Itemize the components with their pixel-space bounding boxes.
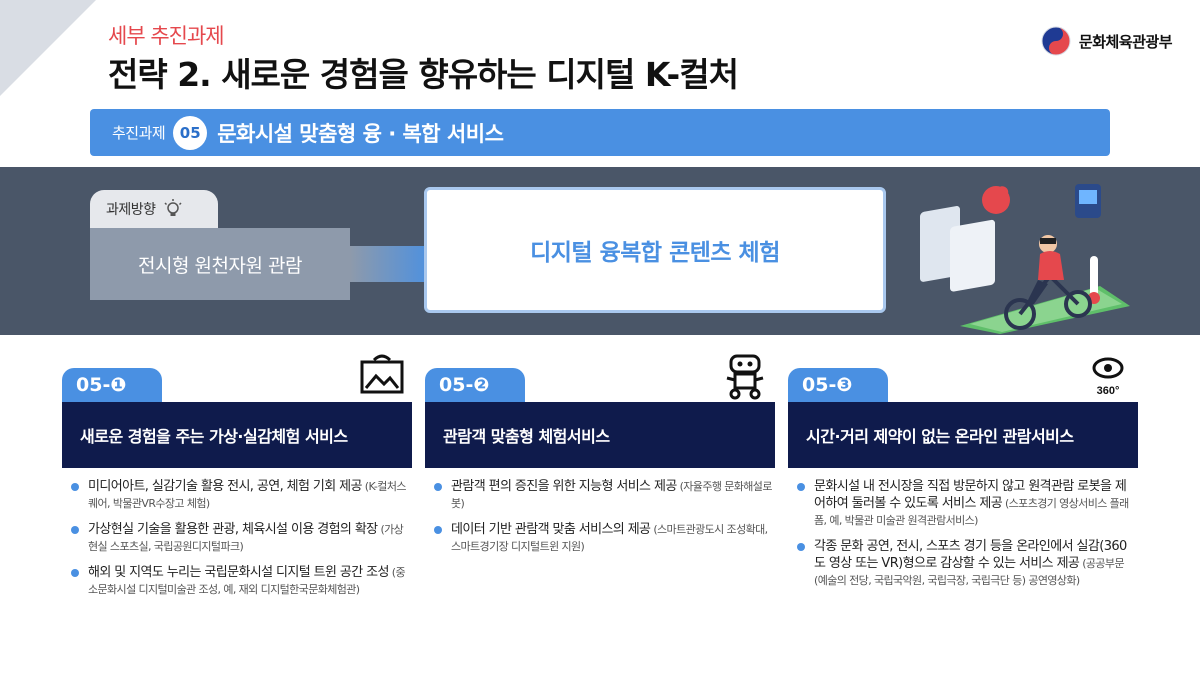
list-item: 데이터 기반 관람객 맞춤 서비스의 제공 (스마트관광도시 조성확대, 스마트… bbox=[433, 521, 773, 555]
taegeuk-logo-icon bbox=[1041, 26, 1071, 56]
direction-from-text: 전시형 원천자원 관람 bbox=[138, 254, 302, 277]
direction-to-box: 디지털 융복합 콘텐츠 체험 bbox=[424, 187, 886, 313]
card-bullet-list: 문화시설 내 전시장을 직접 방문하지 않고 원격관람 로봇을 제어하여 둘러볼… bbox=[796, 478, 1136, 598]
vr-cycling-illustration bbox=[920, 184, 1130, 334]
direction-to-text: 디지털 융복합 콘텐츠 체험 bbox=[530, 240, 780, 266]
card-tab-label: 05-❸ bbox=[802, 374, 853, 396]
list-item: 미디어아트, 실감기술 활용 전시, 공연, 체험 기회 제공 (K-컬처스퀘어… bbox=[70, 478, 410, 512]
direction-tab-label: 과제방향 bbox=[106, 202, 156, 218]
task-label: 추진과제 bbox=[112, 124, 166, 142]
image-frame-icon bbox=[360, 354, 404, 394]
card-title: 새로운 경험을 주는 가상·실감체험 서비스 bbox=[80, 427, 348, 446]
list-item: 가상현실 기술을 활용한 관광, 체육시설 이용 경험의 확장 (가상현실 스포… bbox=[70, 521, 410, 555]
360-view-icon: 360° bbox=[1092, 357, 1124, 397]
card-tab: 05-❶ bbox=[62, 368, 162, 402]
list-item: 관람객 편의 증진을 위한 지능형 서비스 제공 (자율주행 문화해설로봇) bbox=[433, 478, 773, 512]
card-tab: 05-❸ bbox=[788, 368, 888, 402]
task-title: 문화시설 맞춤형 융 · 복합 서비스 bbox=[217, 121, 504, 146]
card-tab: 05-❷ bbox=[425, 368, 525, 402]
robot-icon bbox=[726, 354, 764, 400]
card-title-bar: 새로운 경험을 주는 가상·실감체험 서비스 bbox=[62, 402, 412, 468]
card-tab-label: 05-❷ bbox=[439, 374, 490, 396]
corner-decoration bbox=[0, 0, 96, 96]
card-title-bar: 관람객 맞춤형 체험서비스 bbox=[425, 402, 775, 468]
page-title: 전략 2. 새로운 경험을 향유하는 디지털 K-컬처 bbox=[108, 55, 739, 94]
direction-arrow-icon bbox=[350, 246, 434, 282]
card-tab-label: 05-❶ bbox=[76, 374, 127, 396]
direction-tab: 과제방향 bbox=[90, 190, 218, 228]
ministry-logo: 문화체육관광부 bbox=[1041, 26, 1173, 56]
card-bullet-list: 관람객 편의 증진을 위한 지능형 서비스 제공 (자율주행 문화해설로봇) 데… bbox=[433, 478, 773, 564]
task-bar: 추진과제 05 문화시설 맞춤형 융 · 복합 서비스 bbox=[90, 109, 1110, 156]
list-item: 각종 문화 공연, 전시, 스포츠 경기 등을 온라인에서 실감(360도 영상… bbox=[796, 538, 1136, 589]
card-title: 관람객 맞춤형 체험서비스 bbox=[443, 427, 610, 446]
card-title: 시간·거리 제약이 없는 온라인 관람서비스 bbox=[806, 427, 1074, 446]
list-item: 문화시설 내 전시장을 직접 방문하지 않고 원격관람 로봇을 제어하여 둘러볼… bbox=[796, 478, 1136, 529]
page-supertitle: 세부 추진과제 bbox=[108, 24, 225, 48]
list-item: 해외 및 지역도 누리는 국립문화시설 디지털 트윈 공간 조성 (중소문화시설… bbox=[70, 564, 410, 598]
card-title-bar: 시간·거리 제약이 없는 온라인 관람서비스 bbox=[788, 402, 1138, 468]
task-number-badge: 05 bbox=[173, 115, 208, 150]
card-bullet-list: 미디어아트, 실감기술 활용 전시, 공연, 체험 기회 제공 (K-컬처스퀘어… bbox=[70, 478, 410, 607]
lightbulb-icon bbox=[164, 199, 182, 216]
ministry-name: 문화체육관광부 bbox=[1078, 32, 1173, 51]
360-label: 360° bbox=[1097, 385, 1120, 397]
direction-from-box: 전시형 원천자원 관람 bbox=[90, 228, 350, 300]
